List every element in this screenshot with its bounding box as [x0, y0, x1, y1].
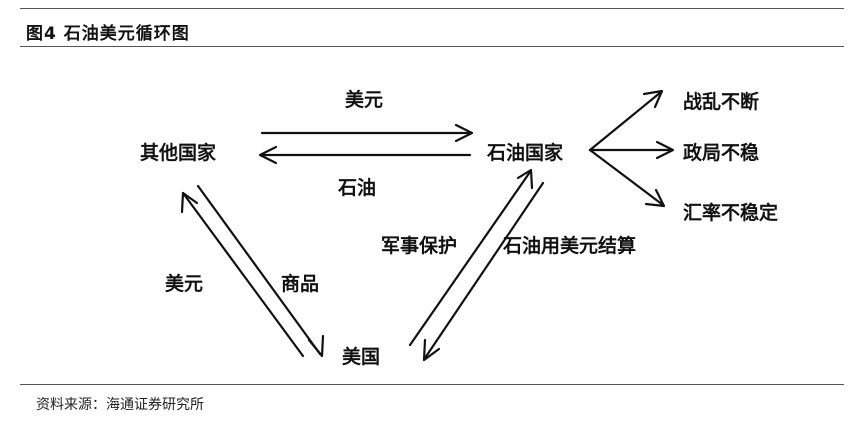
node-oil-countries: 石油国家: [486, 141, 564, 164]
arrowhead-other-to-usa: [307, 334, 325, 358]
arrowhead-to-exchange: [644, 188, 666, 208]
arrowhead-other-to-oil: [454, 123, 474, 143]
top-rule: [20, 8, 844, 9]
arrowhead-usa-to-oil: [516, 168, 534, 190]
arrowhead-oil-to-other: [258, 145, 278, 165]
arrow-usa-to-oil: [408, 170, 532, 347]
arrow-other-to-usa: [196, 184, 322, 356]
arrow-usa-to-other: [181, 191, 305, 358]
node-other-countries: 其他国家: [140, 141, 217, 164]
label-dollar-left: 美元: [165, 272, 203, 295]
label-dollar-top: 美元: [345, 88, 383, 111]
label-military: 军事保护: [381, 234, 457, 257]
arrowhead-oil-to-usa: [422, 338, 441, 362]
source-note: 资料来源：海通证券研究所: [36, 397, 204, 413]
arrow-to-war: [588, 90, 663, 152]
outcome-politics: 政局不稳: [683, 141, 759, 164]
arrow-oil-to-usa: [423, 181, 545, 360]
bottom-rule: [20, 384, 844, 385]
arrowhead-to-war: [642, 89, 664, 109]
arrow-to-exchange: [588, 148, 665, 207]
outcome-exchange: 汇率不稳定: [683, 201, 778, 224]
label-goods: 商品: [281, 272, 319, 295]
figure-title: 图4 石油美元循环图: [26, 24, 190, 44]
arrowhead-usa-to-other: [180, 191, 199, 214]
title-rule: [20, 46, 844, 47]
node-usa: 美国: [342, 345, 380, 368]
outcome-war: 战乱不断: [683, 90, 759, 113]
label-oil: 石油: [337, 177, 376, 199]
label-oil-in-dollars: 石油用美元结算: [502, 234, 636, 257]
arrowhead-to-politics: [655, 140, 675, 160]
